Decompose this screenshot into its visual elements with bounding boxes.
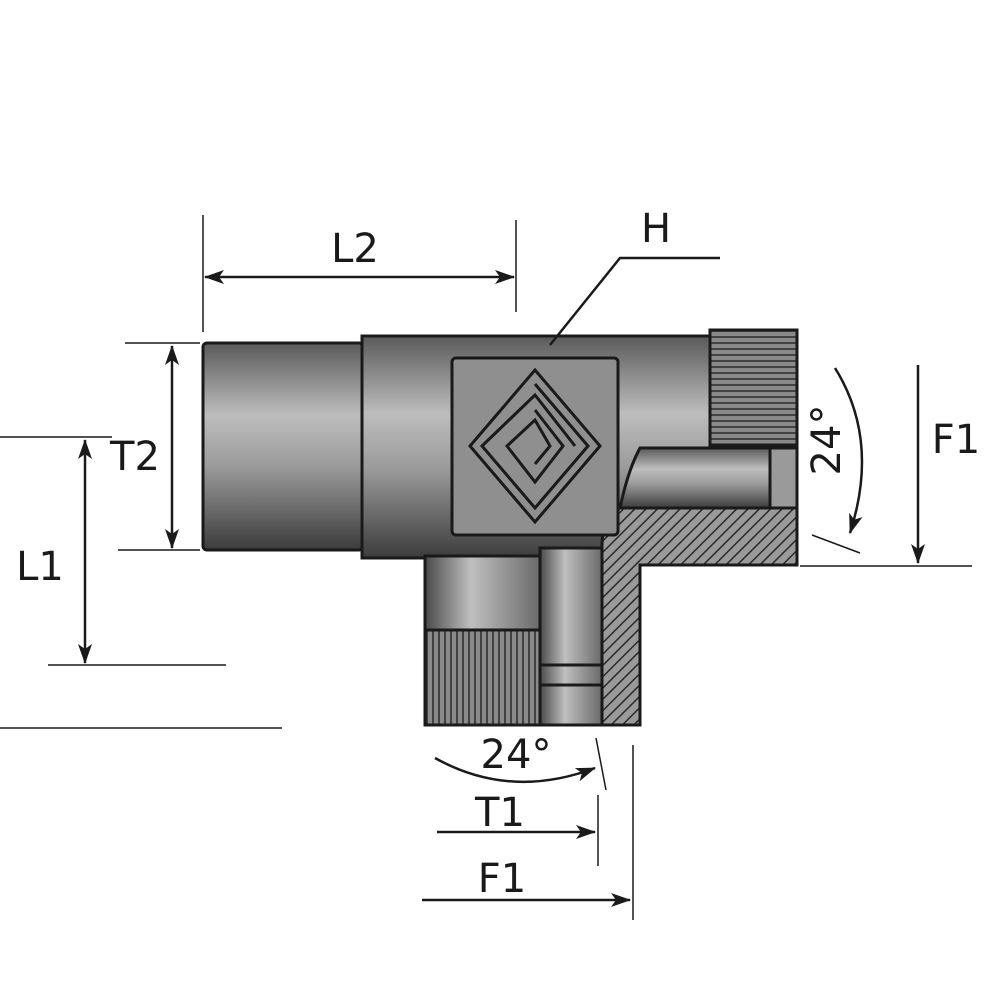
dimension-t2: T2 <box>109 342 200 551</box>
label-f1-bottom: F1 <box>478 856 526 902</box>
nut-end <box>768 446 799 510</box>
inner-bore-horizontal <box>618 446 772 510</box>
logo-plate <box>450 356 620 537</box>
label-f1-right: F1 <box>932 417 980 463</box>
label-angle-bottom: 24° <box>481 732 552 778</box>
right-nut-thread <box>708 328 799 447</box>
label-l1: L1 <box>16 544 64 590</box>
dimension-angle-right: 24° <box>804 367 864 554</box>
lower-thread <box>423 628 542 727</box>
label-angle-right: 24° <box>804 405 850 476</box>
dimension-angle-bottom: 24° <box>434 732 607 791</box>
label-t2: T2 <box>109 434 160 480</box>
dimension-l1: L1 <box>0 436 282 729</box>
fitting-body <box>201 328 799 727</box>
label-l2: L2 <box>331 226 379 272</box>
dimension-t1: T1 <box>437 790 599 866</box>
label-h: H <box>641 206 671 252</box>
inner-bore-vertical <box>538 546 604 727</box>
dimension-h: H <box>549 206 720 346</box>
lower-stem <box>423 554 542 633</box>
dimension-l2: L2 <box>202 215 517 332</box>
left-pipe-stub <box>201 341 365 552</box>
brand-logo-icon <box>468 367 602 525</box>
dimension-f1-right: F1 <box>800 365 980 567</box>
label-t1: T1 <box>474 790 525 836</box>
dimension-f1-bottom: F1 <box>422 745 634 920</box>
hatched-section <box>600 503 799 727</box>
